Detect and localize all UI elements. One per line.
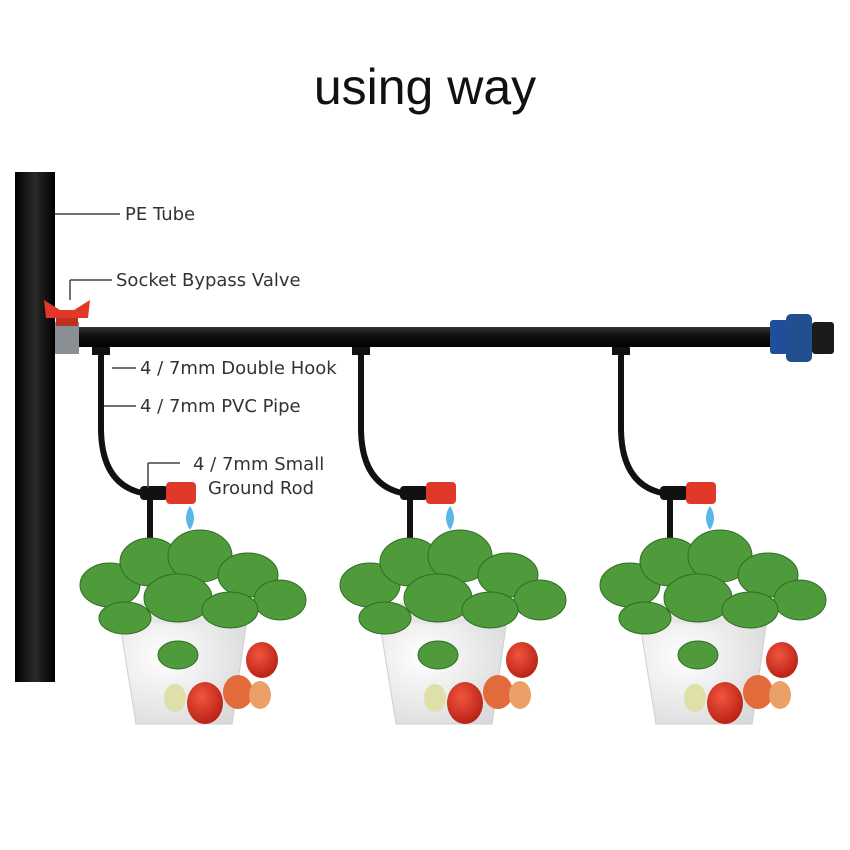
bypass-valve-icon (44, 300, 90, 354)
label-ground-rod-line1: 4 / 7mm Small (193, 454, 324, 475)
strawberry-pot-1 (79, 529, 307, 725)
dripper-unit-2 (352, 347, 456, 550)
label-double-hook: 4 / 7mm Double Hook (140, 358, 337, 379)
leader-lines (55, 213, 180, 488)
pe-tube (15, 172, 55, 682)
strawberry-pot-3 (599, 529, 827, 725)
page-title: using way (313, 59, 537, 115)
label-bypass-valve: Socket Bypass Valve (116, 270, 301, 291)
dripper-unit-3 (612, 347, 716, 550)
end-cap-icon (770, 314, 834, 362)
label-pe-tube: PE Tube (125, 204, 195, 225)
label-ground-rod-line2: Ground Rod (208, 478, 314, 499)
dripper-unit-1 (92, 347, 196, 550)
label-pvc-pipe: 4 / 7mm PVC Pipe (140, 396, 301, 417)
main-pipe (70, 327, 782, 347)
strawberry-pot-2 (339, 529, 567, 725)
